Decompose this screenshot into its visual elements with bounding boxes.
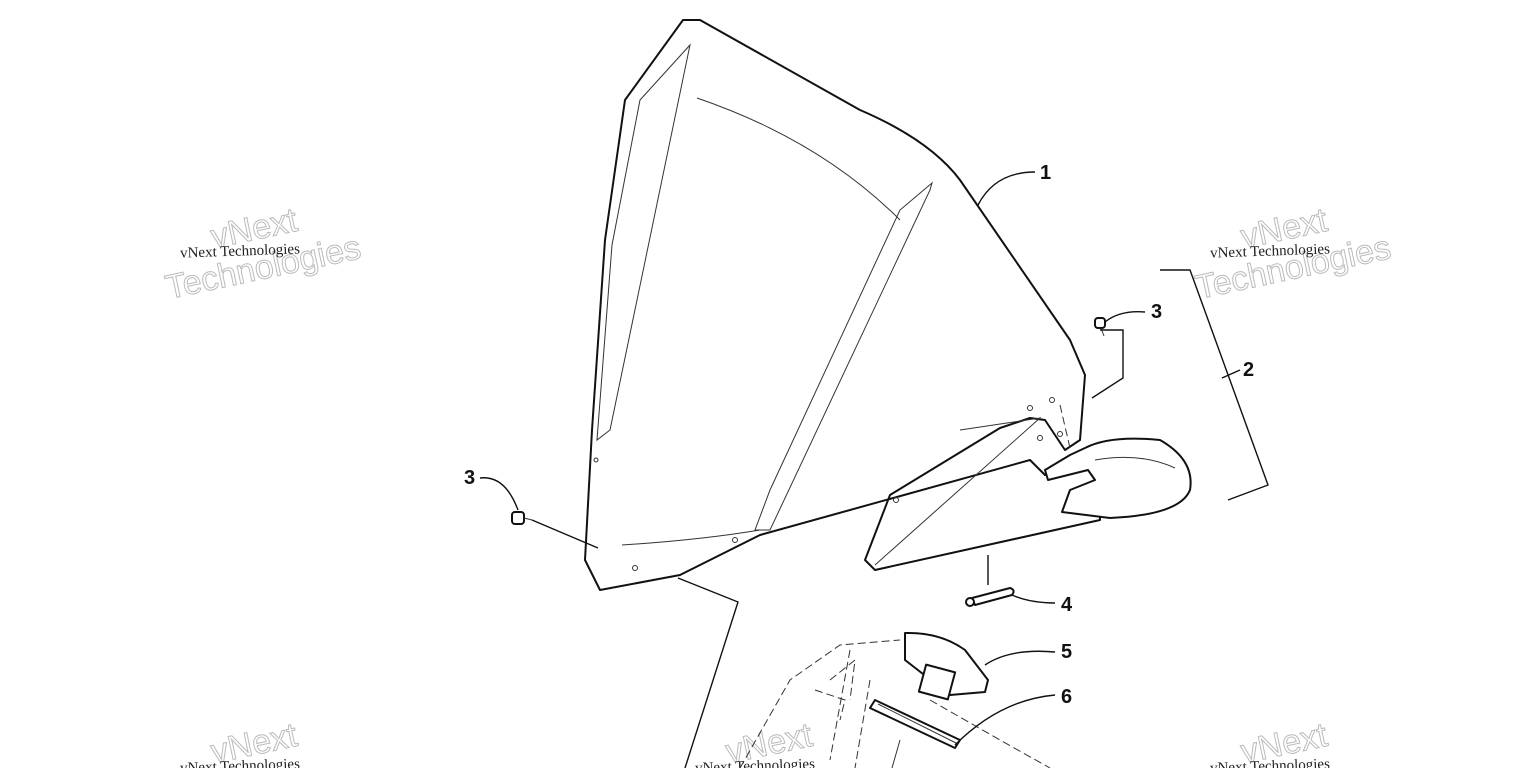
svg-text:vNext Technologies: vNext Technologies	[1210, 241, 1331, 261]
watermark: vNext vNext Technologies	[180, 716, 302, 768]
callout-3-right: 3	[1151, 301, 1162, 323]
watermark: vNext Technologies vNext Technologies	[1192, 201, 1395, 308]
pin-part	[965, 555, 1015, 607]
mirror-part	[1044, 404, 1192, 519]
callout-2: 2	[1243, 359, 1254, 381]
callout-6: 6	[1061, 686, 1072, 708]
watermark: vNext vNext Technologies	[695, 716, 817, 768]
svg-text:vNext Technologies: vNext Technologies	[1210, 756, 1331, 768]
svg-text:vNext Technologies: vNext Technologies	[695, 756, 816, 768]
callout-4: 4	[1061, 594, 1073, 616]
watermark: vNext Technologies vNext Technologies	[162, 201, 365, 308]
screw-part	[511, 317, 1106, 549]
callout-1: 1	[1040, 162, 1051, 184]
leader-lines	[479, 171, 1269, 768]
callout-5: 5	[1061, 641, 1072, 663]
watermark: vNext vNext Technologies	[1210, 716, 1332, 768]
callout-3-left: 3	[464, 467, 475, 489]
svg-text:vNext Technologies: vNext Technologies	[180, 241, 301, 261]
svg-text:vNext Technologies: vNext Technologies	[180, 756, 301, 768]
callouts: 1 2 3 3 4 5 6	[464, 162, 1254, 708]
windshield-part	[584, 19, 1101, 591]
console-part	[739, 631, 1051, 768]
